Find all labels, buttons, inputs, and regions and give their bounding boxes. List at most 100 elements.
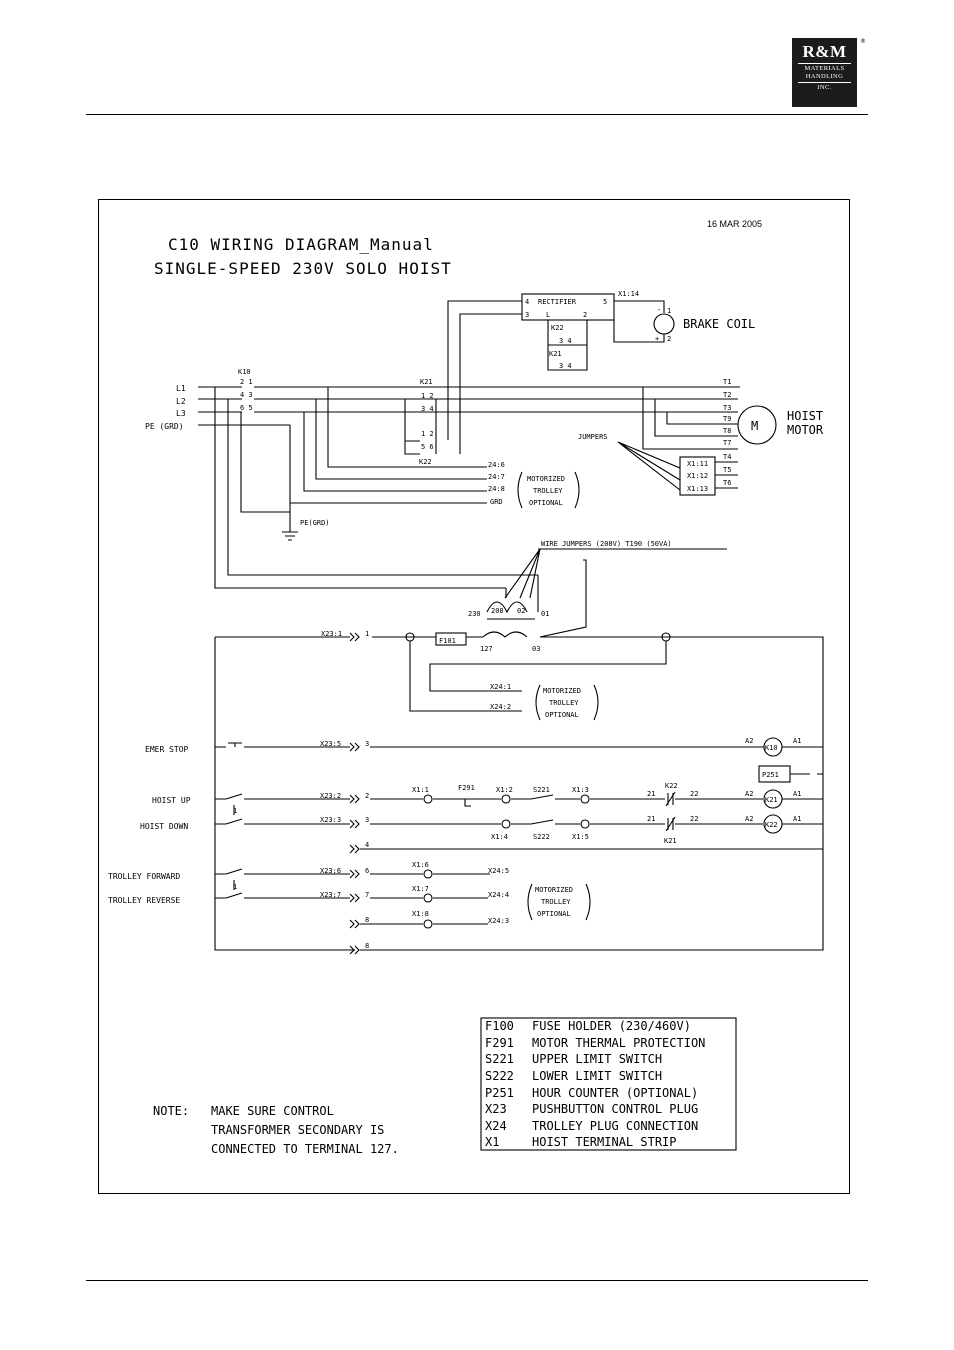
svg-text:24:8: 24:8 bbox=[488, 485, 505, 493]
motor-symbol-m: M bbox=[751, 419, 758, 433]
svg-text:MOTORIZED: MOTORIZED bbox=[527, 475, 565, 483]
svg-text:T2: T2 bbox=[723, 391, 731, 399]
svg-text:NOTE:: NOTE: bbox=[153, 1104, 189, 1118]
svg-text:CONNECTED TO TERMINAL 127.: CONNECTED TO TERMINAL 127. bbox=[211, 1142, 399, 1156]
svg-text:X24: X24 bbox=[485, 1119, 507, 1133]
jumper-x1-13: X1:13 bbox=[687, 485, 708, 493]
svg-text:8: 8 bbox=[365, 942, 369, 950]
control-transformer: WIRE JUMPERS (208V) T190 (50VA) 230 208 … bbox=[468, 540, 727, 653]
line-label-l3: L3 bbox=[176, 409, 186, 418]
svg-text:HOUR COUNTER (OPTIONAL): HOUR COUNTER (OPTIONAL) bbox=[532, 1086, 698, 1100]
svg-text:T7: T7 bbox=[723, 439, 731, 447]
svg-text:UPPER LIMIT SWITCH: UPPER LIMIT SWITCH bbox=[532, 1052, 662, 1066]
wire-jumpers-label: WIRE JUMPERS (208V) T190 (50VA) bbox=[541, 540, 672, 548]
svg-text:MOTOR THERMAL PROTECTION: MOTOR THERMAL PROTECTION bbox=[532, 1036, 705, 1050]
rectifier-pin-l: L bbox=[546, 311, 550, 319]
k21-contact-1: 1 2 bbox=[421, 392, 434, 400]
svg-text:4: 4 bbox=[365, 841, 369, 849]
line-label-l2: L2 bbox=[176, 397, 186, 406]
svg-text:LOWER LIMIT SWITCH: LOWER LIMIT SWITCH bbox=[532, 1069, 662, 1083]
svg-text:TROLLEY: TROLLEY bbox=[533, 487, 563, 495]
svg-text:X24:5: X24:5 bbox=[488, 867, 509, 875]
svg-text:PUSHBUTTON CONTROL PLUG: PUSHBUTTON CONTROL PLUG bbox=[532, 1102, 698, 1116]
svg-text:T3: T3 bbox=[723, 404, 731, 412]
svg-text:P251: P251 bbox=[485, 1086, 514, 1100]
logo-initials: R&M bbox=[802, 42, 847, 61]
k21-label: K21 bbox=[420, 378, 433, 386]
line-label-l1: L1 bbox=[176, 384, 186, 393]
svg-text:3: 3 bbox=[365, 816, 369, 824]
svg-text:T1: T1 bbox=[723, 378, 731, 386]
legend-table: F100 FUSE HOLDER (230/460V) F291 MOTOR T… bbox=[480, 1017, 737, 1151]
svg-text:GRD: GRD bbox=[490, 498, 503, 506]
svg-text:6: 6 bbox=[365, 867, 369, 875]
k22-label: K22 bbox=[419, 458, 432, 466]
k10-contact-1: 2 1 bbox=[240, 378, 253, 386]
svg-text:X23:5: X23:5 bbox=[320, 740, 341, 748]
diagram-title-line2: SINGLE-SPEED 230V SOLO HOIST bbox=[154, 259, 452, 278]
svg-text:X1:6: X1:6 bbox=[412, 861, 429, 869]
s221-label: S221 bbox=[533, 786, 550, 794]
svg-text:8: 8 bbox=[365, 916, 369, 924]
company-logo: R&M MATERIALS HANDLING INC. bbox=[792, 38, 857, 107]
svg-text:TROLLEY PLUG CONNECTION: TROLLEY PLUG CONNECTION bbox=[532, 1119, 698, 1133]
rectifier-pin-3: 3 bbox=[525, 311, 529, 319]
jumpers-label: JUMPERS bbox=[578, 433, 608, 441]
svg-text:A1: A1 bbox=[793, 790, 801, 798]
k10-contact-2: 4 3 bbox=[240, 391, 253, 399]
trolley-forward-label: TROLLEY FORWARD bbox=[108, 872, 180, 881]
svg-text:TROLLEY: TROLLEY bbox=[549, 699, 579, 707]
svg-text:X24:3: X24:3 bbox=[488, 917, 509, 925]
svg-text:21: 21 bbox=[647, 790, 655, 798]
svg-text:X24:2: X24:2 bbox=[490, 703, 511, 711]
header-rule bbox=[86, 114, 868, 115]
svg-text:TROLLEY: TROLLEY bbox=[541, 898, 571, 906]
svg-text:A1: A1 bbox=[793, 737, 801, 745]
pe-grd-label: PE(GRD) bbox=[300, 519, 330, 527]
svg-text:1: 1 bbox=[233, 807, 237, 815]
svg-text:F291: F291 bbox=[485, 1036, 514, 1050]
k22-contact-1: 1 2 bbox=[421, 430, 434, 438]
svg-text:3: 3 bbox=[365, 740, 369, 748]
svg-text:T4: T4 bbox=[723, 453, 731, 461]
svg-text:MAKE SURE CONTROL: MAKE SURE CONTROL bbox=[211, 1104, 334, 1118]
svg-text:X1:2: X1:2 bbox=[496, 786, 513, 794]
svg-text:X24:1: X24:1 bbox=[490, 683, 511, 691]
rect-k21-contacts: 3 4 bbox=[559, 362, 572, 370]
svg-text:X23:1: X23:1 bbox=[321, 630, 342, 638]
svg-text:S222: S222 bbox=[485, 1069, 514, 1083]
rect-k22-contacts: 3 4 bbox=[559, 337, 572, 345]
note: NOTE: MAKE SURE CONTROL TRANSFORMER SECO… bbox=[153, 1104, 399, 1156]
svg-text:MOTORIZED: MOTORIZED bbox=[535, 886, 573, 894]
footer-rule bbox=[86, 1280, 868, 1281]
rectifier-pin-2: 2 bbox=[583, 311, 587, 319]
svg-text:T5: T5 bbox=[723, 466, 731, 474]
svg-text:S221: S221 bbox=[485, 1052, 514, 1066]
power-section: L1 L2 L3 PE (GRD) K10 2 1 4 3 6 5 PE(GRD… bbox=[145, 290, 824, 589]
k21-coil: K21 bbox=[765, 796, 778, 804]
svg-text:03: 03 bbox=[532, 645, 540, 653]
svg-text:TRANSFORMER SECONDARY IS: TRANSFORMER SECONDARY IS bbox=[211, 1123, 384, 1137]
svg-text:K22: K22 bbox=[665, 782, 678, 790]
svg-text:X1:7: X1:7 bbox=[412, 885, 429, 893]
rect-k22-label: K22 bbox=[551, 324, 564, 332]
brake-pin-1: 1 bbox=[667, 307, 671, 315]
svg-text:X1: X1 bbox=[485, 1135, 499, 1149]
rectifier-label: RECTIFIER bbox=[538, 298, 577, 306]
fuse-f101: F101 bbox=[439, 637, 456, 645]
svg-text:FUSE HOLDER (230/460V): FUSE HOLDER (230/460V) bbox=[532, 1019, 691, 1033]
svg-text:X23:7: X23:7 bbox=[320, 891, 341, 899]
svg-text:X1:8: X1:8 bbox=[412, 910, 429, 918]
brake-plus: + bbox=[655, 335, 659, 343]
svg-text:A1: A1 bbox=[793, 815, 801, 823]
svg-text:X23: X23 bbox=[485, 1102, 507, 1116]
k10-contact-3: 6 5 bbox=[240, 404, 253, 412]
svg-text:02: 02 bbox=[517, 607, 525, 615]
svg-text:OPTIONAL: OPTIONAL bbox=[537, 910, 571, 918]
svg-text:X1:5: X1:5 bbox=[572, 833, 589, 841]
motor-label-hoist: HOIST bbox=[787, 409, 823, 423]
rect-k21-label: K21 bbox=[549, 350, 562, 358]
rectifier-pin-5: 5 bbox=[603, 298, 607, 306]
svg-text:01: 01 bbox=[541, 610, 549, 618]
